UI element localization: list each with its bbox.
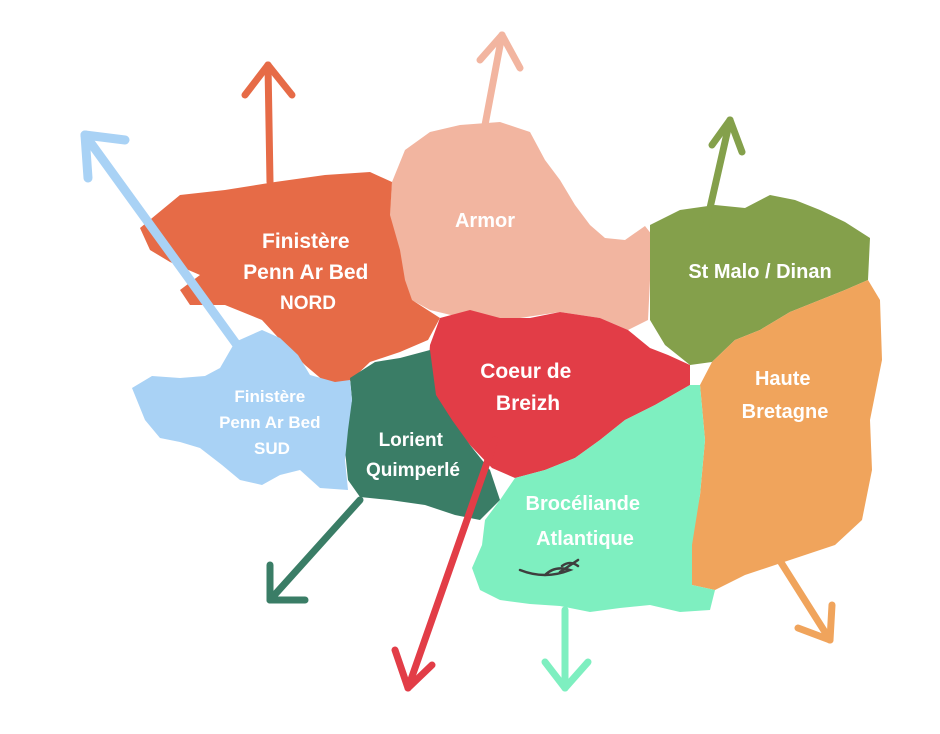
region-broceliande-atlantique[interactable] [472, 385, 715, 612]
region-armor[interactable] [388, 122, 660, 330]
arrow-finistere-nord [241, 61, 296, 186]
region-coeur-de-breizh[interactable] [428, 310, 690, 478]
arrow-armor [476, 31, 524, 129]
label-armor: Armor [455, 210, 515, 232]
region-haute-bretagne[interactable] [690, 280, 882, 590]
label-finistere-sud: Finistère Penn Ar Bed SUD [219, 387, 325, 458]
label-lorient-quimperle: Lorient Quimperlé [366, 430, 460, 481]
label-coeur-de-breizh: Coeur de Breizh [480, 360, 575, 415]
label-finistere-nord: Finistère Penn Ar Bed NORD [243, 230, 373, 314]
seahorse-doodle-icon [518, 558, 580, 577]
arrow-haute-bretagne [766, 541, 836, 644]
label-haute-bretagne: Haute Bretagne [742, 368, 829, 423]
region-finistere-nord[interactable] [140, 172, 440, 386]
arrow-finistere-sud [80, 130, 242, 350]
region-st-malo-dinan[interactable] [650, 195, 870, 365]
arrow-st-malo-dinan [701, 116, 746, 234]
arrow-coeur-de-breizh [391, 436, 499, 692]
label-st-malo-dinan: St Malo / Dinan [688, 261, 831, 283]
arrow-lorient-quimperle [266, 496, 364, 604]
region-finistere-sud[interactable] [132, 330, 352, 490]
region-lorient-quimperle[interactable] [345, 350, 500, 520]
label-broceliande-atlantique: Brocéliande Atlantique [526, 493, 645, 550]
arrow-broceliande-atlantique [541, 606, 592, 692]
